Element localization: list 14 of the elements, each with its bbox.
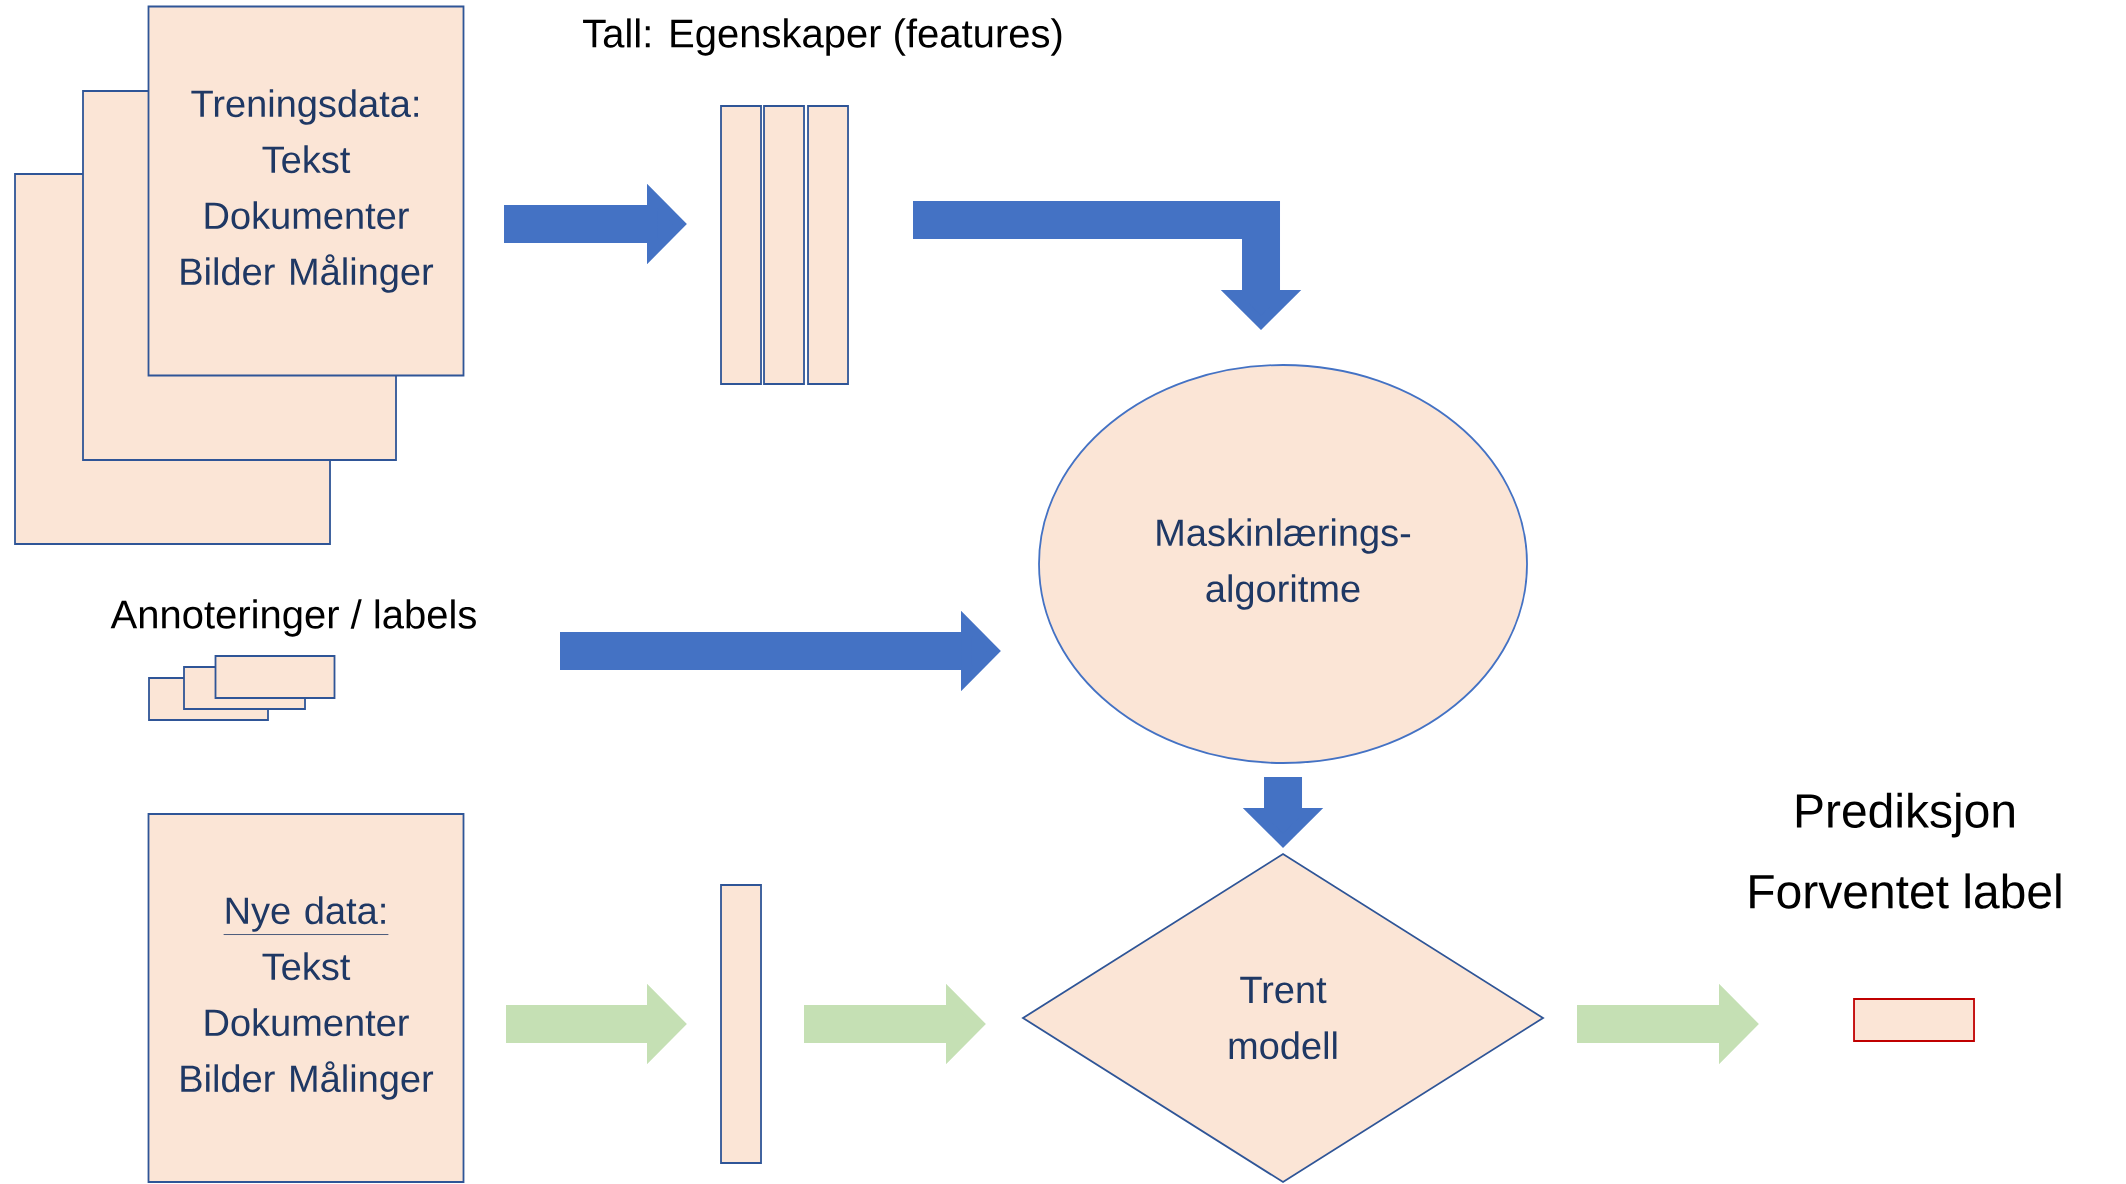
node-label: Treningsdata: [191,89,418,125]
node-label: Annoteringer / labels [110,599,476,637]
prediction-label: Prediksjon [1796,792,2014,838]
node-label: Tekst [262,145,351,174]
data-box: Nye data: Tekst Dokumenter Bilder Målinger [147,813,465,1183]
output-box [1853,998,1975,1042]
text-label: Tall: Egenskaper (features) [583,18,1062,56]
feature-bar [807,105,849,385]
label-card-stack: Annoteringer / labels [110,599,476,721]
feature-bar [763,105,805,385]
document-stack: Treningsdata: Tekst Dokumenter Bilder Målinger [14,5,465,545]
feature-bar [720,105,762,385]
prediction-label: Forventet label [1750,873,2061,909]
feature-bar [720,884,762,1164]
